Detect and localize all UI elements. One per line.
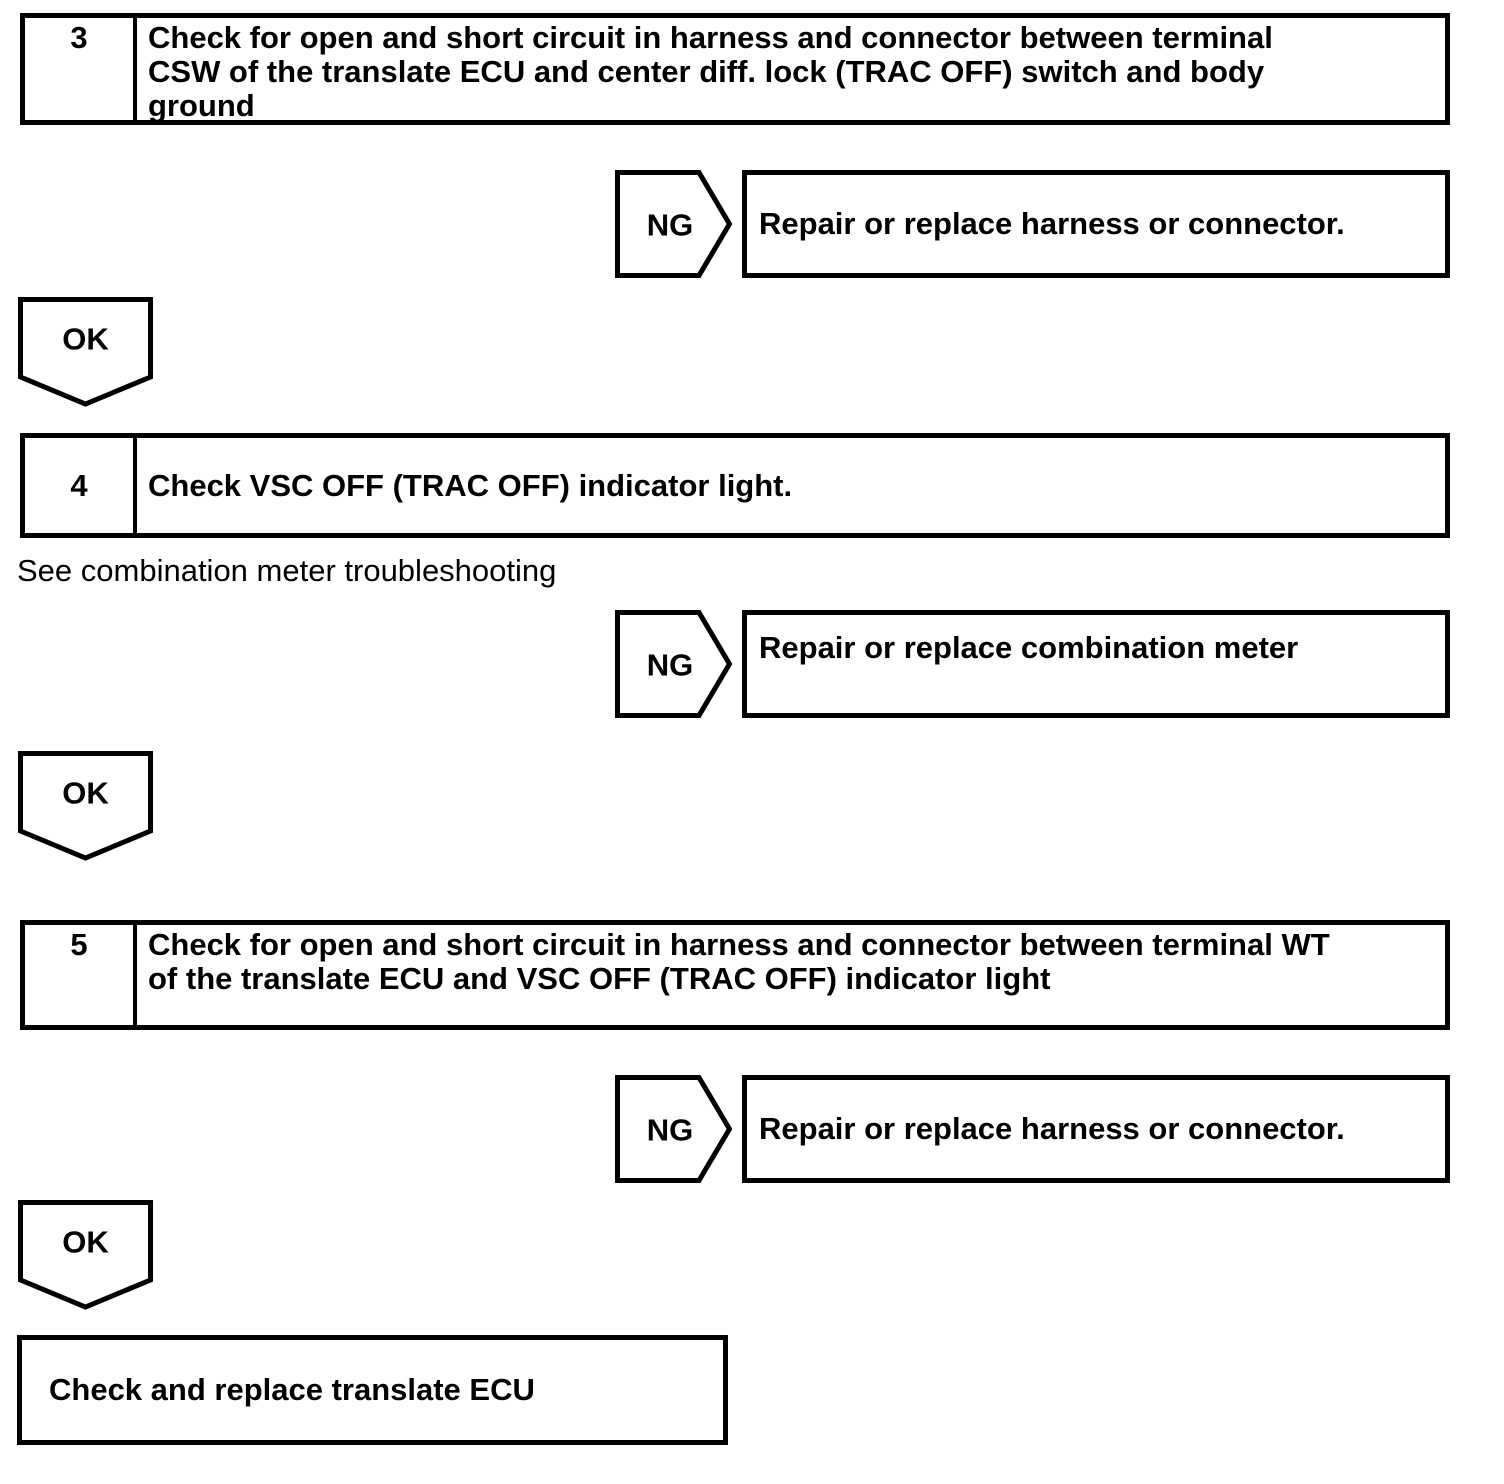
ok-connector-arrow-1: OK [18,297,153,407]
ng-arrow-shape [615,1075,732,1183]
step-box-3: 3 Check for open and short circuit in ha… [20,13,1450,125]
ok-arrow-shape [18,1200,153,1310]
ng-result-text-1: Repair or replace harness or connector. [759,206,1345,241]
step-3-text-cell: Check for open and short circuit in harn… [137,18,1445,123]
ng-connector-arrow-2: NG [615,610,732,718]
ok-label-1: OK [62,322,109,357]
ok-label-2: OK [62,776,109,811]
ok-connector-arrow-3: OK [18,1200,153,1310]
step-4-number: 4 [25,438,137,533]
ng-connector-arrow-3: NG [615,1075,732,1183]
ng-arrow-shape [615,610,732,718]
ng-result-text-3: Repair or replace harness or connector. [759,1111,1345,1146]
step-4-text-cell: Check VSC OFF (TRAC OFF) indicator light… [137,438,1445,533]
final-action-box: Check and replace translate ECU [17,1335,728,1445]
final-action-text: Check and replace translate ECU [49,1372,535,1407]
ok-arrow-shape [18,751,153,861]
step-5-text-cell: Check for open and short circuit in harn… [137,925,1445,1025]
ng-result-box-3: Repair or replace harness or connector. [742,1075,1450,1183]
ng-result-box-1: Repair or replace harness or connector. [742,170,1450,278]
step-3-description: Check for open and short circuit in harn… [148,20,1273,123]
ng-connector-arrow-1: NG [615,170,732,278]
step-5-number: 5 [25,925,137,1025]
ok-connector-arrow-2: OK [18,751,153,861]
step-box-4: 4 Check VSC OFF (TRAC OFF) indicator lig… [20,433,1450,538]
ng-label-3: NG [647,1113,694,1148]
ok-arrow-shape [18,297,153,407]
step-box-5: 5 Check for open and short circuit in ha… [20,920,1450,1030]
ng-label-2: NG [647,648,694,683]
ng-label-1: NG [647,208,694,243]
step-4-description: Check VSC OFF (TRAC OFF) indicator light… [148,467,793,503]
ok-label-3: OK [62,1225,109,1260]
step-3-number: 3 [25,18,137,120]
note-see-combination-meter: See combination meter troubleshooting [17,553,557,588]
step-5-description: Check for open and short circuit in harn… [148,927,1330,996]
ng-arrow-shape [615,170,732,278]
ng-result-text-2: Repair or replace combination meter [759,630,1299,665]
ng-result-box-2: Repair or replace combination meter [742,610,1450,718]
